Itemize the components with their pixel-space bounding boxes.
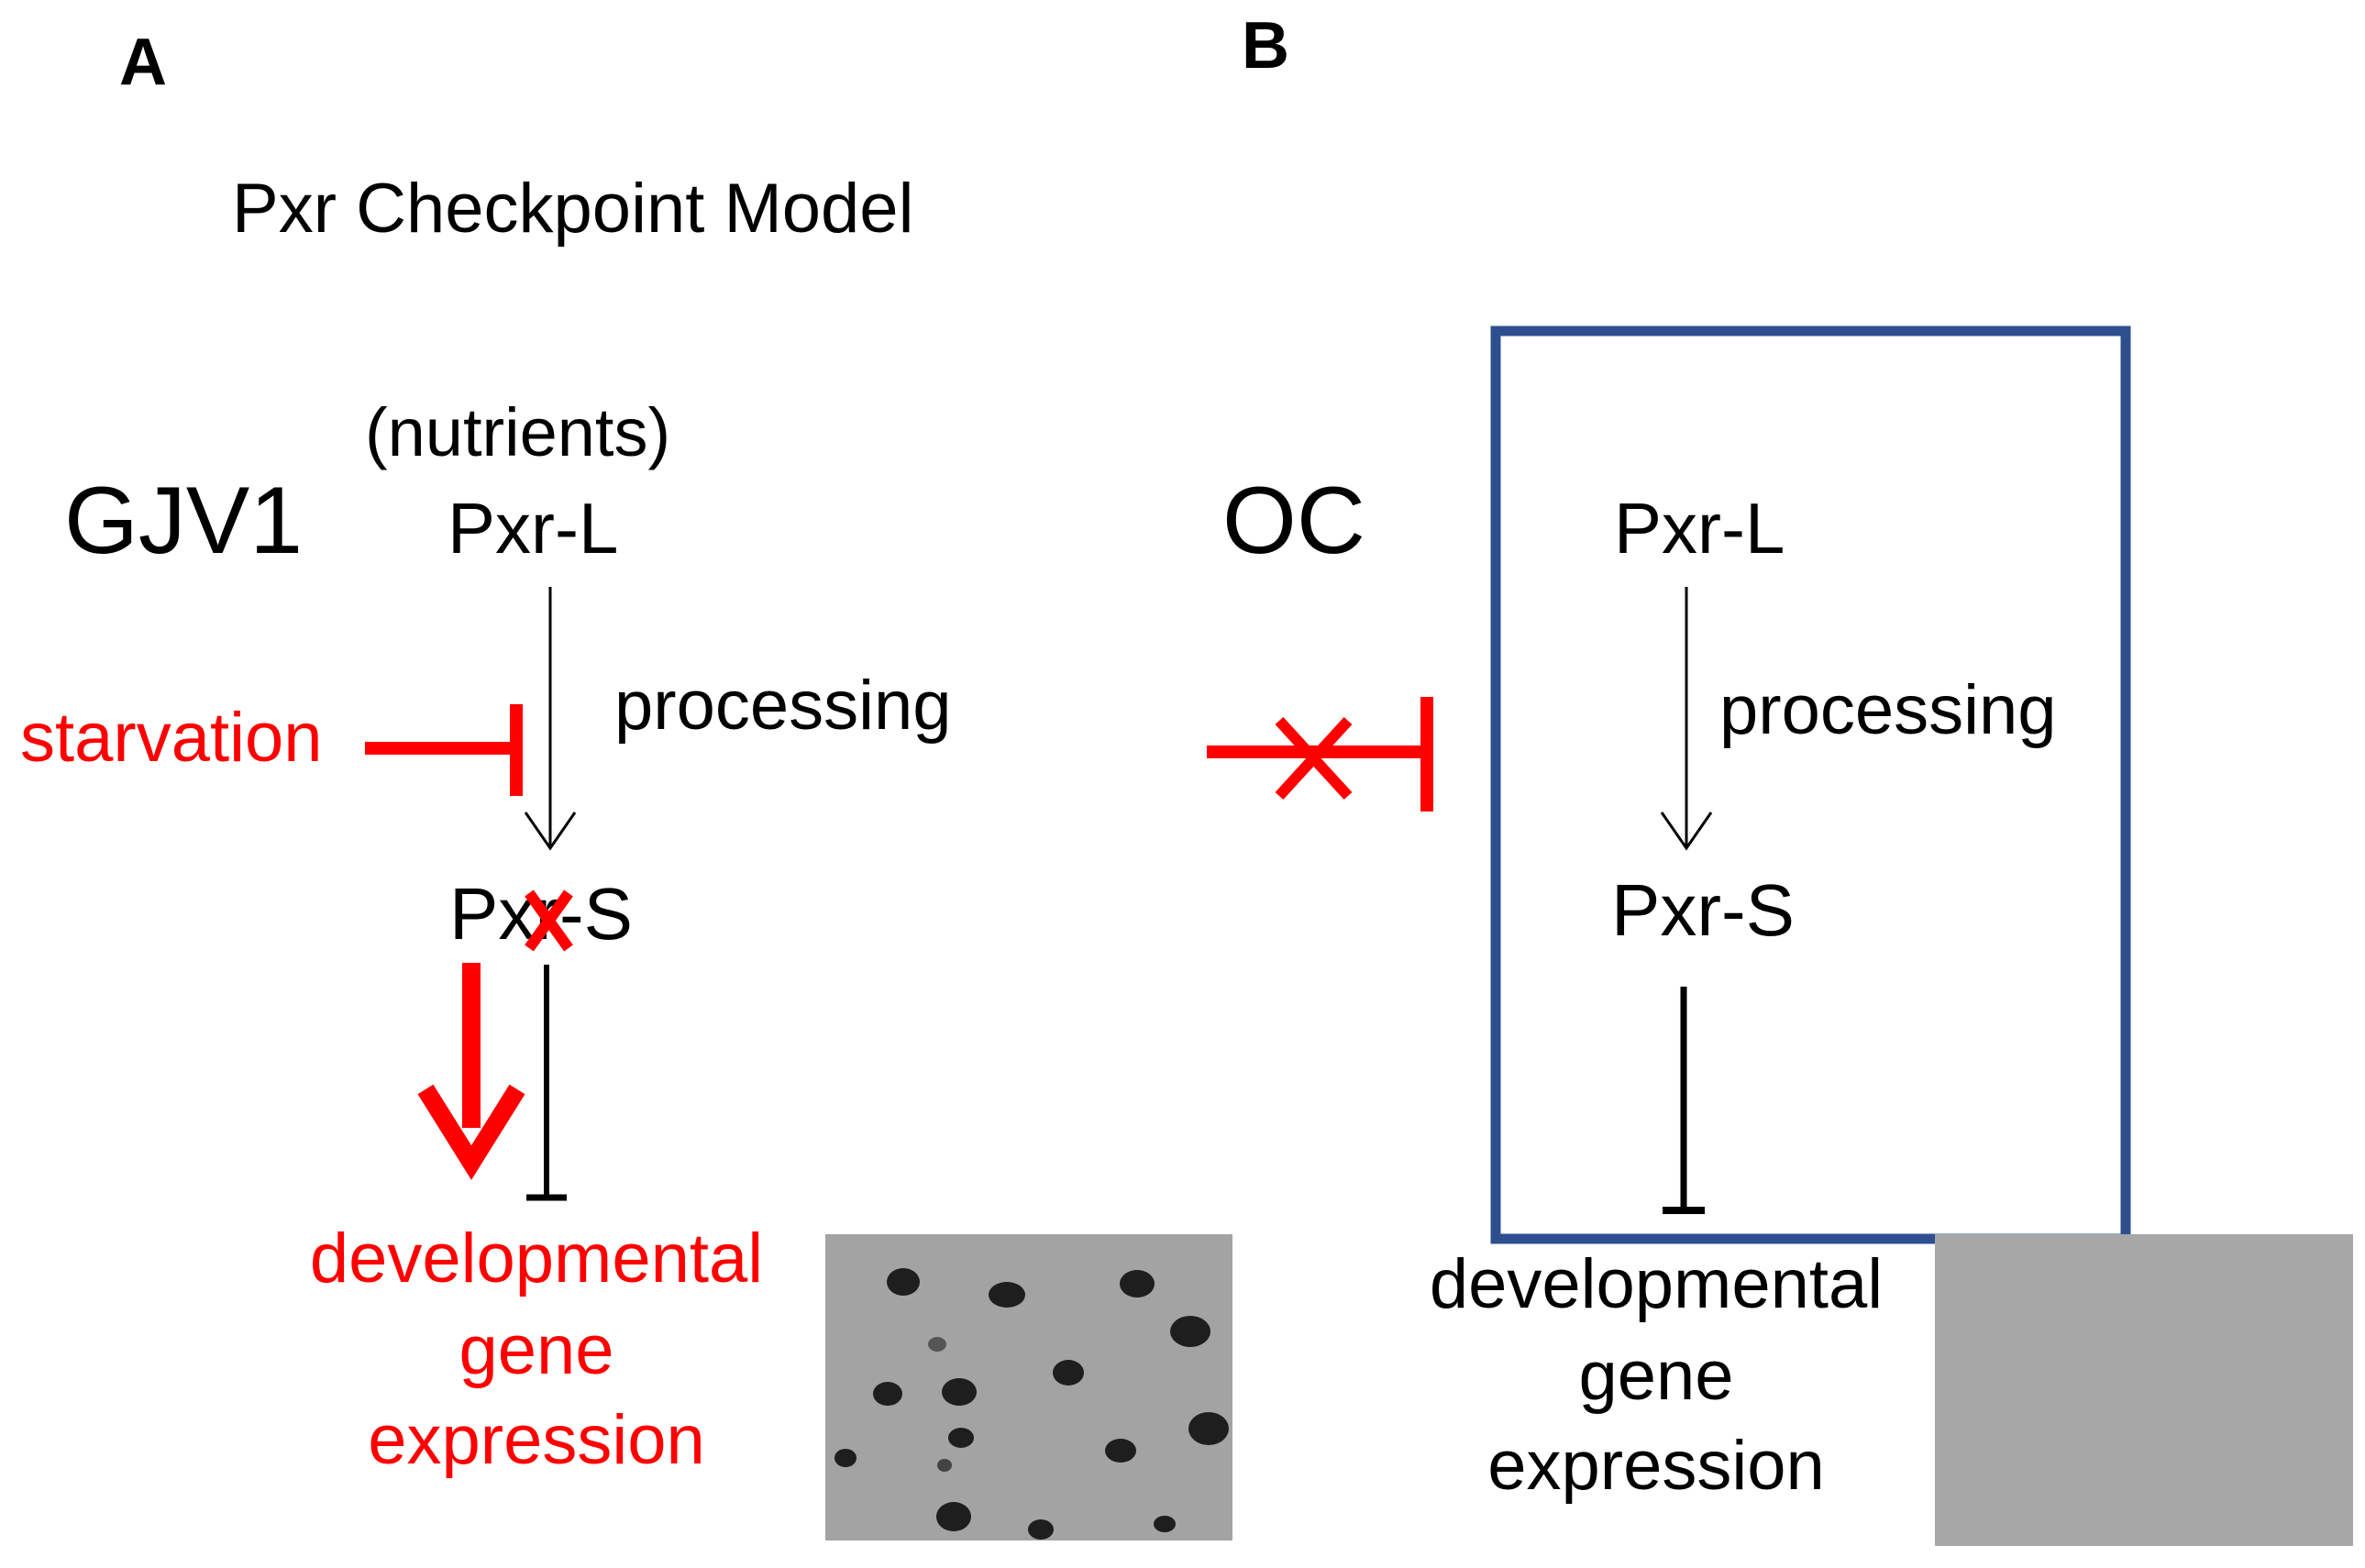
panel-a-processing-label: processing	[614, 667, 952, 745]
panel-a-pxr-l: Pxr-L	[448, 488, 618, 569]
panel-b-output-line1: developmental	[1430, 1245, 1883, 1323]
panel-a-repression-bar	[526, 965, 567, 1201]
panel-b-processing-arrow	[1660, 587, 1713, 851]
panel-b-output-line2: gene	[1578, 1337, 1733, 1415]
red-activation-arrow	[417, 963, 525, 1180]
panel-b-repression-bar	[1663, 987, 1705, 1214]
panel-b-letter: B	[1242, 9, 1289, 83]
panel-b-pxr-s: Pxr-S	[1611, 869, 1795, 951]
blocked-x-mark	[525, 889, 573, 952]
panel-b-lawn-photo	[1935, 1234, 2353, 1546]
crossed-inhibition-bar	[1207, 697, 1433, 812]
highlight-box	[1490, 326, 2131, 1244]
panel-a-strain-label: GJV1	[64, 468, 303, 574]
nutrients-label: (nutrients)	[365, 394, 670, 470]
panel-a-processing-arrow	[524, 587, 577, 851]
panel-a-fruiting-body-photo	[825, 1234, 1232, 1540]
panel-a-letter: A	[119, 26, 167, 99]
panel-b-pxr-l: Pxr-L	[1614, 488, 1785, 569]
starvation-inhibition-bar	[365, 704, 523, 796]
panel-a-title: Pxr Checkpoint Model	[232, 170, 913, 248]
panel-a-output-line1: developmental	[310, 1220, 763, 1297]
panel-a-output-line3: expression	[368, 1401, 705, 1479]
starvation-label: starvation	[20, 699, 323, 777]
panel-a-output-line2: gene	[459, 1311, 613, 1389]
panel-b-strain-label: OC	[1222, 468, 1365, 574]
panel-b-output-line3: expression	[1487, 1427, 1825, 1505]
panel-b-processing-label: processing	[1719, 671, 2057, 749]
